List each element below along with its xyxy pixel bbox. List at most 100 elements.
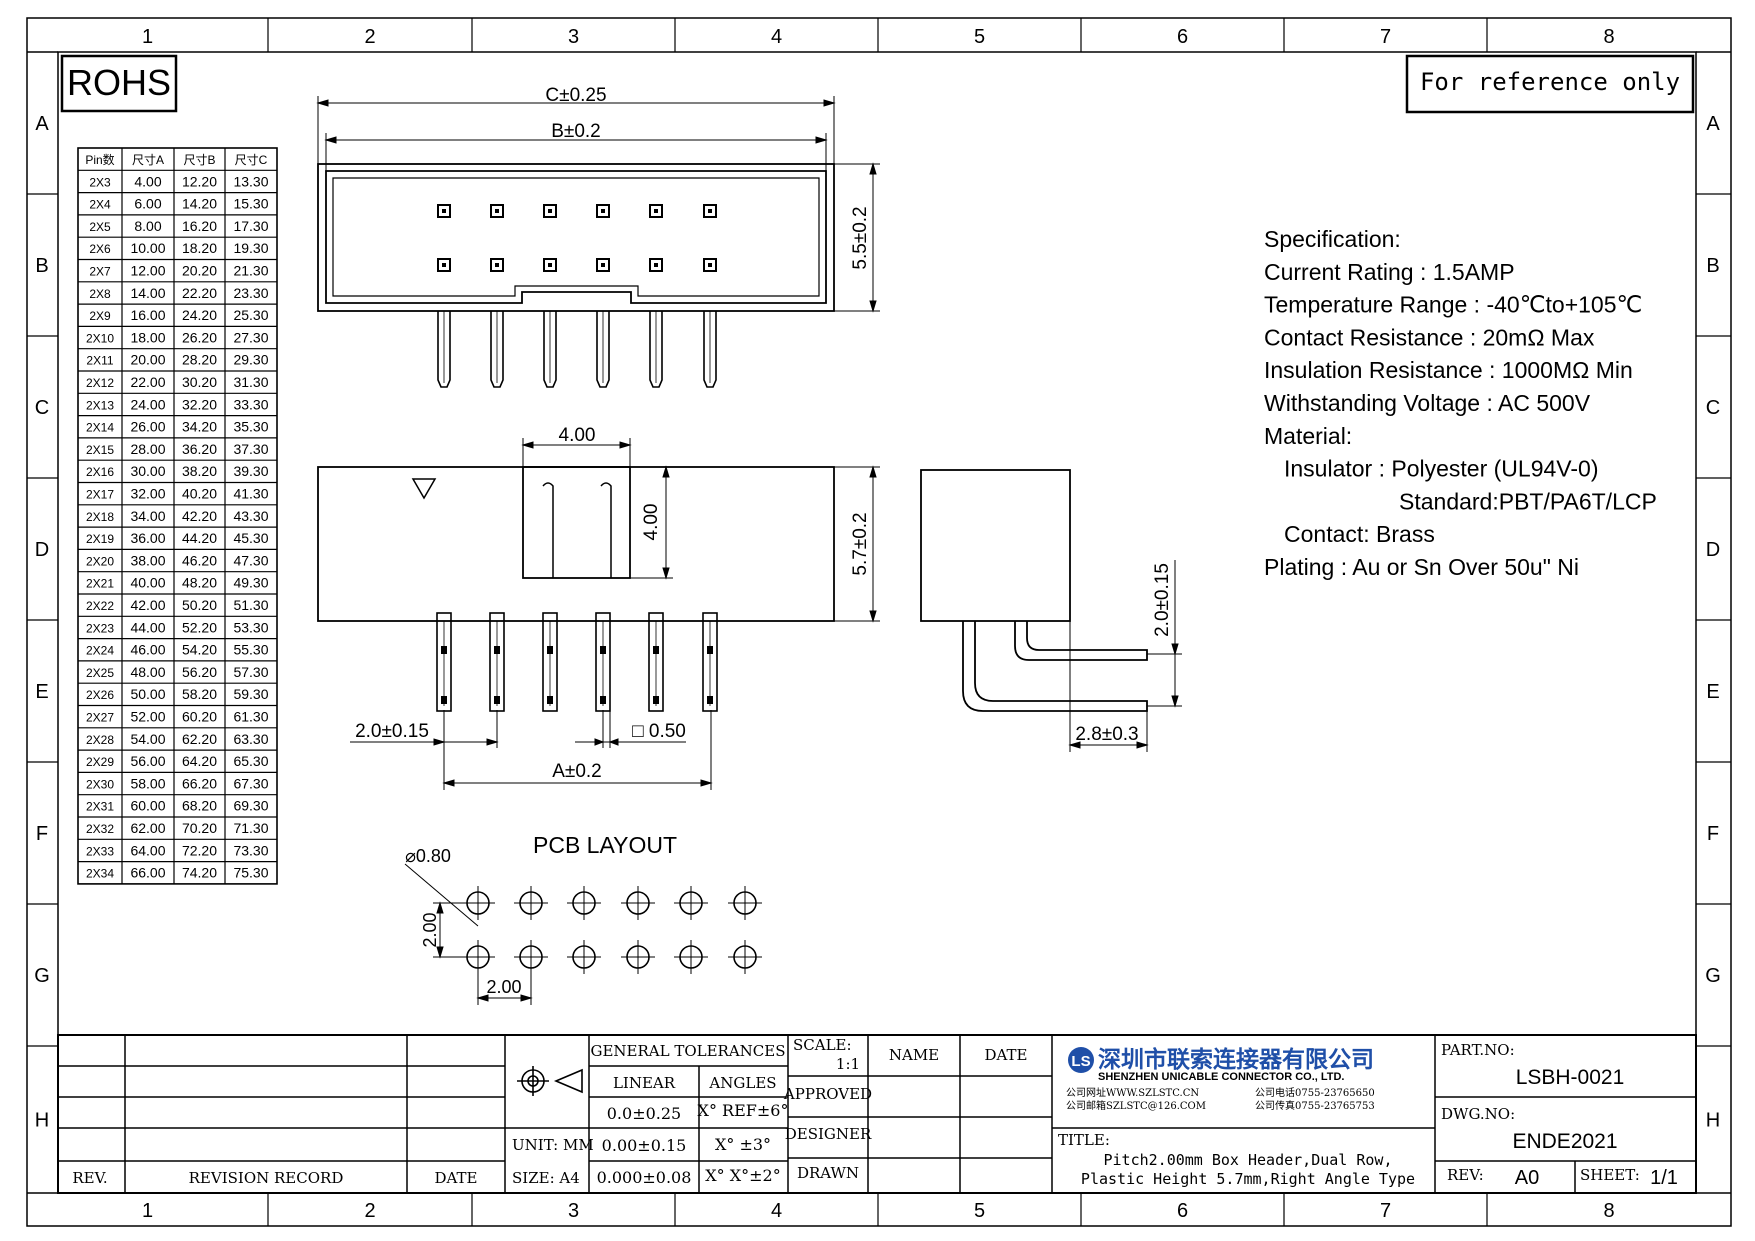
- pin-table-cell: 66.20: [182, 775, 217, 791]
- top-view-pin-square-core: [601, 263, 605, 267]
- grid-row-label-right: H: [1706, 1110, 1720, 1132]
- pin-table-cell: 74.20: [182, 865, 217, 881]
- pin-table-cell: 46.20: [182, 552, 217, 568]
- dim-pin-square: □ 0.50: [632, 721, 686, 742]
- company-fax: 公司传真0755-23765753: [1255, 1099, 1375, 1112]
- date-column-label: DATE: [985, 1046, 1028, 1064]
- pin-table-cell: 2X15: [86, 443, 114, 457]
- pin-table-cell: 42.20: [182, 508, 217, 524]
- grid-row-label-left: H: [35, 1110, 49, 1132]
- grid-column-label-bottom: 1: [142, 1200, 153, 1222]
- pin-table-cell: 48.20: [182, 575, 217, 591]
- tolerance-angle-2: X° ±3°: [715, 1135, 771, 1154]
- pin-table-cell: 26.00: [130, 419, 165, 435]
- approved-label: APPROVED: [783, 1085, 872, 1103]
- tolerance-linear-3: 0.000±0.08: [597, 1168, 692, 1187]
- title-line-1: Pitch2.00mm Box Header,Dual Row,: [1104, 1151, 1393, 1169]
- pin-table-cell: 22.20: [182, 285, 217, 301]
- grid-column-label-bottom: 8: [1603, 1200, 1614, 1222]
- pin-table-cell: 58.20: [182, 686, 217, 702]
- rev-column-label: REV.: [72, 1169, 107, 1187]
- spec-line: Specification:: [1264, 226, 1401, 252]
- pin-table-cell: 49.30: [233, 575, 268, 591]
- sheet-label: SHEET:: [1580, 1166, 1640, 1184]
- pin-table-cell: 2X29: [86, 755, 114, 769]
- grid-column-label-top: 1: [142, 26, 153, 48]
- pin-table-cell: 58.00: [130, 775, 165, 791]
- grid-column-label-top: 5: [974, 26, 985, 48]
- pin-table-cell: 31.30: [233, 374, 268, 390]
- top-view-pin-square: [437, 204, 451, 218]
- tolerance-angle-1: X° REF±6°: [698, 1101, 789, 1120]
- top-view-pin-square: [703, 204, 717, 218]
- pin-table-cell: 56.00: [130, 753, 165, 769]
- pin-table-cell: 12.20: [182, 173, 217, 189]
- pin-table-cell: 55.30: [233, 642, 268, 658]
- pin-table-cell: 2X10: [86, 331, 114, 345]
- company-email: 公司邮箱SZLSTC@126.COM: [1066, 1099, 1206, 1112]
- sheet-value: 1/1: [1650, 1167, 1678, 1189]
- rev-value: A0: [1515, 1167, 1539, 1189]
- pin-table-cell: 42.00: [130, 597, 165, 613]
- pin-table-cell: 2X5: [89, 220, 111, 234]
- grid-column-label-top: 6: [1177, 26, 1188, 48]
- pin-table-cell: 69.30: [233, 798, 268, 814]
- pin-table-cell: 50.20: [182, 597, 217, 613]
- scale-value: 1:1: [836, 1055, 860, 1073]
- pin-table-cell: 2X33: [86, 844, 114, 858]
- grid-row-label-left: F: [36, 823, 48, 845]
- front-view-pin-contact: [707, 696, 713, 704]
- company-name-cn: 深圳市联索连接器有限公司: [1098, 1046, 1374, 1072]
- pin-table-cell: 2X16: [86, 465, 114, 479]
- pin-table-cell: 34.20: [182, 419, 217, 435]
- pcb-layout-title: PCB LAYOUT: [533, 832, 677, 858]
- pin-table-cell: 16.20: [182, 218, 217, 234]
- reference-note: For reference only: [1420, 68, 1680, 96]
- part-no-label: PART.NO:: [1441, 1041, 1515, 1059]
- pin-table-cell: 43.30: [233, 508, 268, 524]
- pin-table-cell: 23.30: [233, 285, 268, 301]
- grid-row-ticks: [27, 193, 1731, 1047]
- pin-table-cell: 29.30: [233, 352, 268, 368]
- pin-table-cell: 37.30: [233, 441, 268, 457]
- pin-table-cell: 40.00: [130, 575, 165, 591]
- pin-table-cell: 52.20: [182, 619, 217, 635]
- front-view-pin-contact: [600, 646, 606, 654]
- grid-column-label-top: 4: [771, 26, 782, 48]
- pin-table-cell: 26.20: [182, 329, 217, 345]
- dim-front-height: 5.7±0.2: [850, 512, 871, 575]
- front-view-pin-contact: [600, 696, 606, 704]
- pin-table-cell: 36.20: [182, 441, 217, 457]
- company-phone: 公司电话0755-23765650: [1255, 1086, 1375, 1099]
- name-column-label: NAME: [889, 1046, 939, 1064]
- top-view-pin-square: [596, 258, 610, 272]
- pin-table-cell: 2X25: [86, 666, 114, 680]
- pin-table-cell: 15.30: [233, 196, 268, 212]
- title-block-text: REV. REVISION RECORD DATE UNIT: MM SIZE:…: [72, 1036, 1678, 1189]
- top-view-pin-leg: [543, 311, 557, 388]
- pin-table-cell: 60.00: [130, 798, 165, 814]
- top-view-pin-square: [596, 204, 610, 218]
- specification-block: Specification:Current Rating : 1.5AMPTem…: [1264, 226, 1657, 580]
- pin-table-cell: 32.20: [182, 396, 217, 412]
- pcb-hole: [514, 886, 548, 920]
- revision-record-label: REVISION RECORD: [189, 1169, 344, 1187]
- top-view-pin-square: [649, 258, 663, 272]
- pin-table-cell: 44.00: [130, 619, 165, 635]
- front-view-pin-contact: [653, 646, 659, 654]
- spec-line: Contact Resistance : 20mΩ Max: [1264, 324, 1595, 350]
- spec-line: Current Rating : 1.5AMP: [1264, 259, 1515, 285]
- grid-row-label-left: G: [34, 965, 50, 987]
- pin-table-cell: 12.00: [130, 263, 165, 279]
- pin-table-cell: 61.30: [233, 709, 268, 725]
- dim-pitch: 2.0±0.15: [355, 721, 429, 742]
- pin-table-cell: 64.00: [130, 842, 165, 858]
- top-view-pin-square-core: [654, 263, 658, 267]
- pin-table-cell: 38.00: [130, 552, 165, 568]
- grid-column-label-bottom: 5: [974, 1200, 985, 1222]
- title-line-2: Plastic Height 5.7mm,Right Angle Type: [1081, 1170, 1415, 1188]
- pin-table-cell: 39.30: [233, 463, 268, 479]
- pin-table-cell: 2X21: [86, 577, 114, 591]
- top-view-pin-squares: [437, 204, 717, 272]
